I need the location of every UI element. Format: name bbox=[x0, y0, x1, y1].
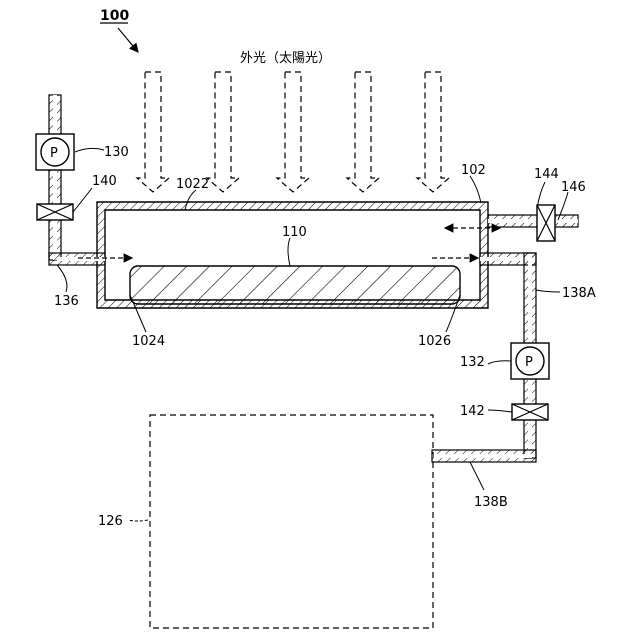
pipe-138B bbox=[432, 450, 536, 462]
light-arrow-3 bbox=[277, 72, 309, 192]
pump-130-letter: P bbox=[50, 146, 58, 161]
pump-132: P bbox=[511, 343, 549, 379]
label-1022: 1022 bbox=[176, 177, 209, 192]
label-136: 136 bbox=[54, 294, 79, 309]
label-126: 126 bbox=[98, 514, 123, 529]
light-arrow-4 bbox=[347, 72, 379, 192]
pipe-146 bbox=[488, 215, 578, 227]
label-132: 132 bbox=[460, 355, 485, 370]
label-146: 146 bbox=[561, 180, 586, 195]
light-arrow-2 bbox=[207, 72, 239, 192]
figure-reference: 100 bbox=[100, 8, 138, 52]
label-138B: 138B bbox=[474, 495, 508, 510]
label-130: 130 bbox=[104, 145, 129, 160]
label-142: 142 bbox=[460, 404, 485, 419]
label-1026: 1026 bbox=[418, 334, 451, 349]
figure-ref-label: 100 bbox=[100, 8, 129, 24]
valve-140 bbox=[37, 204, 73, 220]
light-arrows bbox=[137, 72, 449, 192]
label-102: 102 bbox=[461, 163, 486, 178]
label-144: 144 bbox=[534, 167, 559, 182]
valve-144 bbox=[537, 205, 555, 241]
light-arrow-5 bbox=[417, 72, 449, 192]
catalyst-110 bbox=[130, 266, 460, 304]
tank-126 bbox=[150, 415, 433, 628]
label-110: 110 bbox=[282, 225, 307, 240]
valve-142 bbox=[512, 404, 548, 420]
label-140: 140 bbox=[92, 174, 117, 189]
pump-132-letter: P bbox=[525, 355, 533, 370]
pump-130: P bbox=[36, 134, 74, 170]
light-arrow-1 bbox=[137, 72, 169, 192]
label-1024: 1024 bbox=[132, 334, 165, 349]
label-138A: 138A bbox=[562, 286, 596, 301]
external-light-label: 外光（太陽光） bbox=[240, 51, 331, 66]
